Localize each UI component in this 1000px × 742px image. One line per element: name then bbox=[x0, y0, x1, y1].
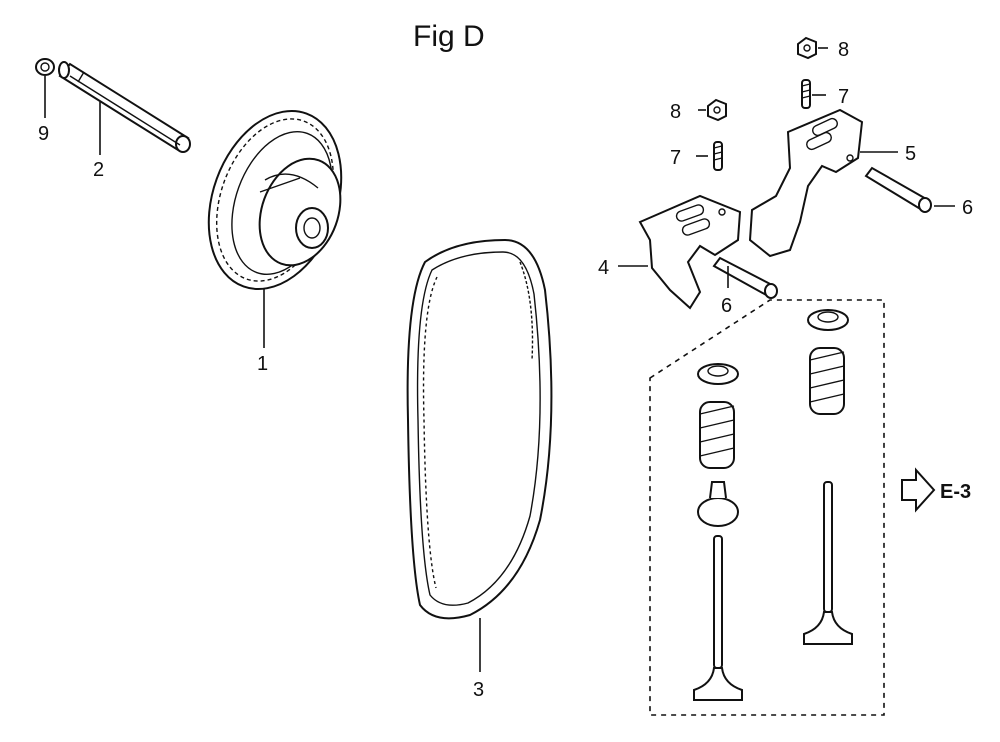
part-5-rocker-arm bbox=[748, 108, 864, 258]
callout-4: 4 bbox=[598, 257, 609, 279]
valve-group-boundary bbox=[649, 299, 885, 716]
part-3-timing-belt bbox=[406, 238, 553, 620]
arrow-right-outline-icon bbox=[901, 467, 936, 513]
part-6-pivot-pin-right bbox=[864, 166, 932, 213]
part-9-o-ring bbox=[35, 58, 55, 76]
part-7-stud-left bbox=[713, 141, 723, 171]
callout-2: 2 bbox=[93, 159, 104, 181]
reference-e3[interactable]: E-3 bbox=[901, 467, 971, 513]
part-8-nut-left bbox=[707, 98, 727, 122]
callout-6-left: 6 bbox=[721, 295, 732, 317]
callout-5: 5 bbox=[905, 143, 916, 165]
callout-9: 9 bbox=[38, 123, 49, 145]
callout-6-right: 6 bbox=[962, 197, 973, 219]
callout-8-left: 8 bbox=[670, 101, 681, 123]
part-8-nut-right bbox=[797, 36, 817, 60]
part-1-cam-pulley bbox=[207, 109, 343, 291]
valve-assembly-left bbox=[693, 363, 743, 701]
callout-7-left: 7 bbox=[670, 147, 681, 169]
part-4-rocker-arm bbox=[638, 194, 742, 310]
reference-label: E-3 bbox=[940, 481, 971, 503]
part-7-stud-right bbox=[801, 79, 811, 109]
part-2-camshaft bbox=[58, 61, 191, 153]
callout-8-right: 8 bbox=[838, 39, 849, 61]
callout-3: 3 bbox=[473, 679, 484, 701]
callout-1: 1 bbox=[257, 353, 268, 375]
part-6-pivot-pin-left bbox=[712, 256, 778, 299]
valve-assembly-right bbox=[803, 309, 853, 645]
leader-lines bbox=[44, 47, 955, 672]
callout-7-right: 7 bbox=[838, 86, 849, 108]
figure-title: Fig D bbox=[413, 20, 485, 53]
